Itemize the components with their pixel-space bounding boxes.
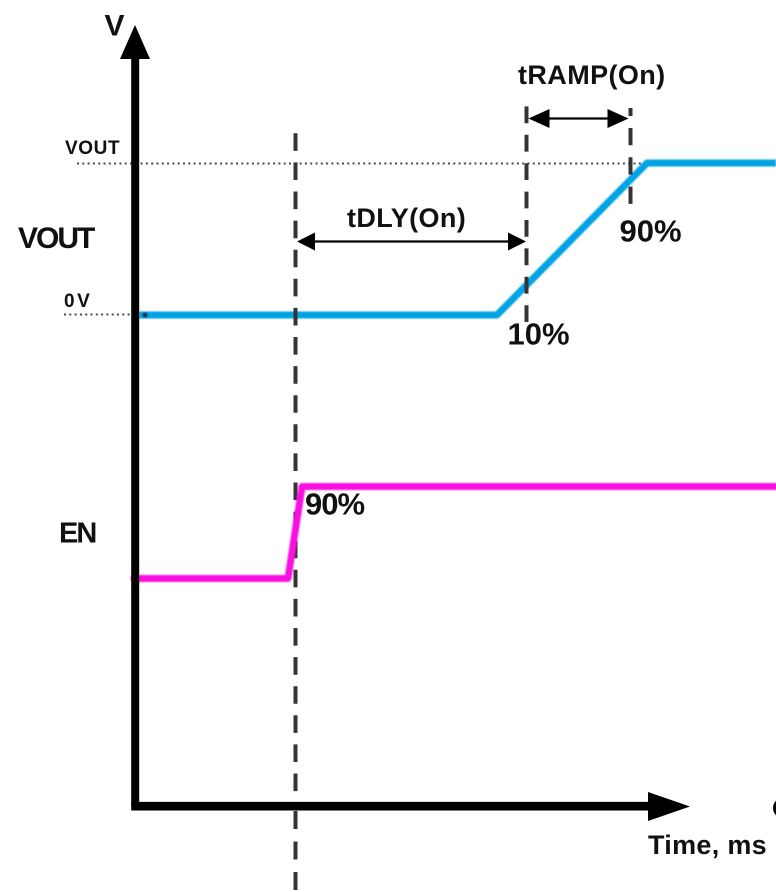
svg-text:EN: EN: [59, 518, 95, 550]
svg-text:0V: 0V: [64, 291, 92, 312]
svg-text:V: V: [105, 10, 125, 43]
svg-text:90%: 90%: [620, 214, 682, 249]
svg-text:VOUT: VOUT: [18, 222, 95, 255]
svg-text:10%: 10%: [508, 317, 570, 352]
svg-text:VOUT: VOUT: [65, 138, 120, 159]
svg-text:90%: 90%: [305, 487, 364, 522]
svg-text:tDLY(On): tDLY(On): [347, 203, 466, 233]
svg-text:Time, ms: Time, ms: [648, 830, 767, 860]
svg-text:tRAMP(On): tRAMP(On): [518, 60, 666, 90]
